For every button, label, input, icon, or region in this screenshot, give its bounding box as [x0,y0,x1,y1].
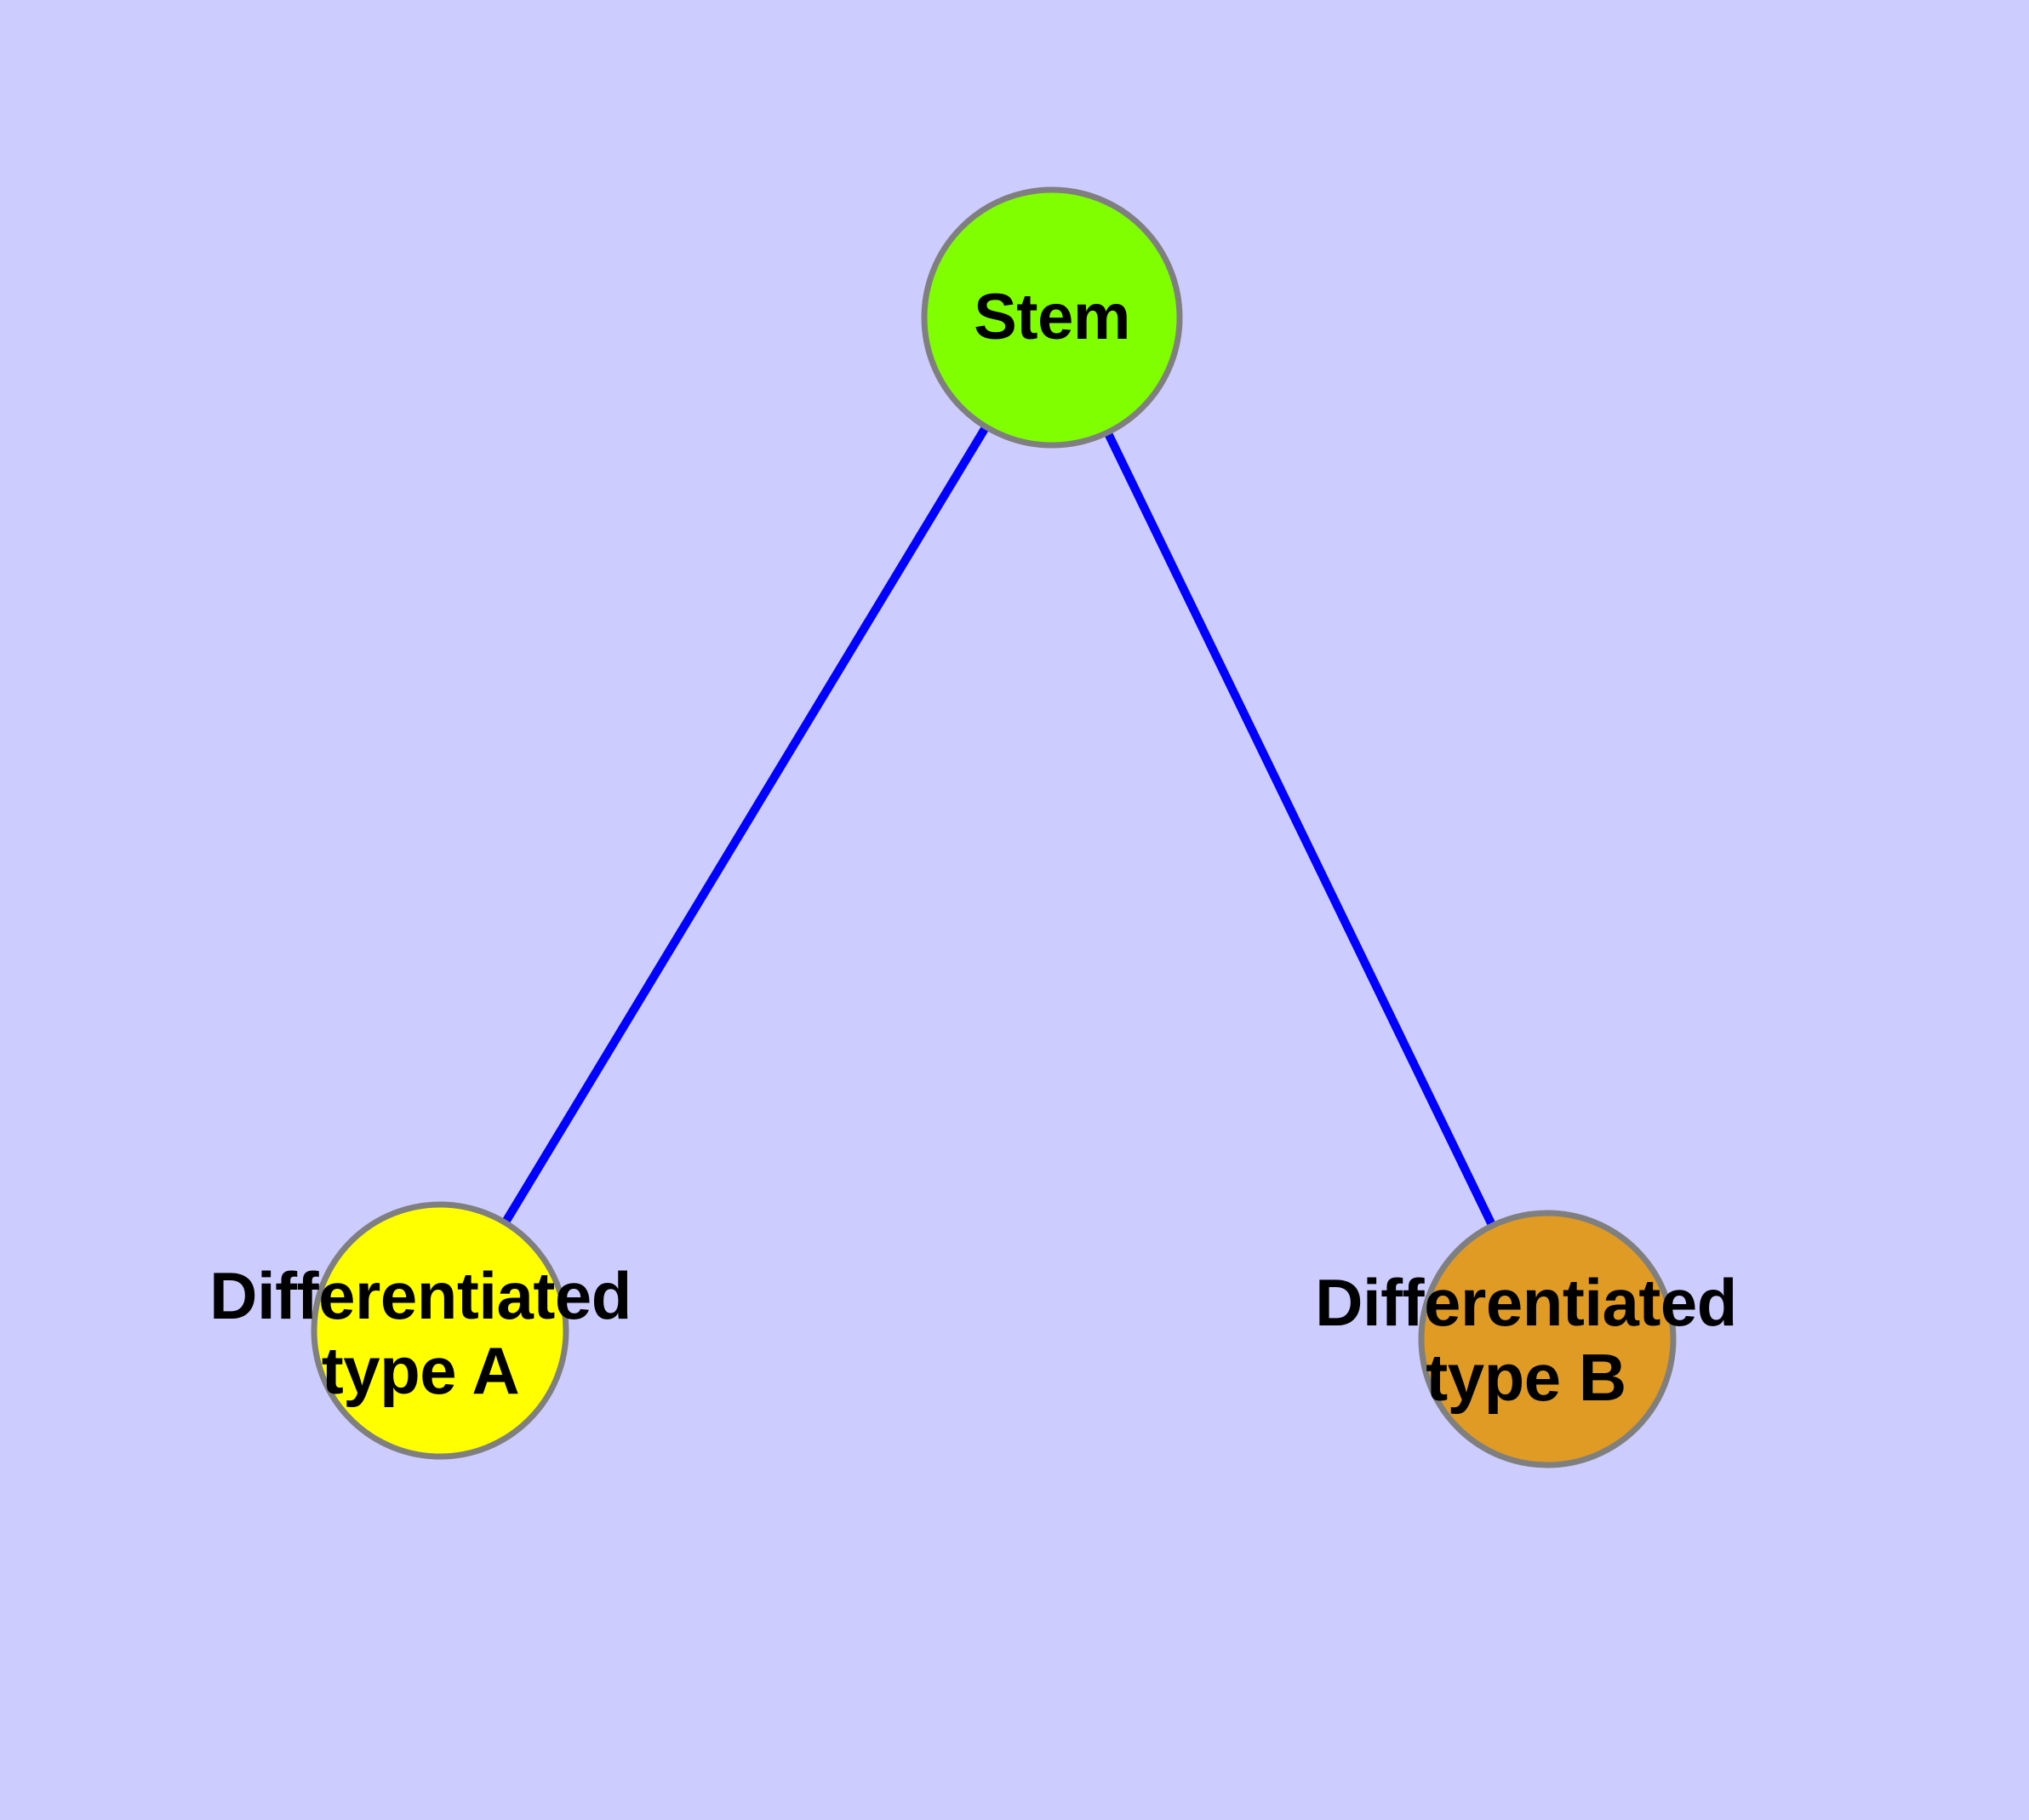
edge-stem-type_b[interactable] [1104,432,1496,1227]
node-circle-type_b[interactable] [1418,1210,1677,1468]
node-circle-type_a[interactable] [311,1201,569,1460]
node-layer [311,186,1677,1468]
edge-stem-type_a[interactable] [502,426,989,1224]
node-circle-stem[interactable] [921,186,1183,449]
edge-layer [502,426,1496,1227]
